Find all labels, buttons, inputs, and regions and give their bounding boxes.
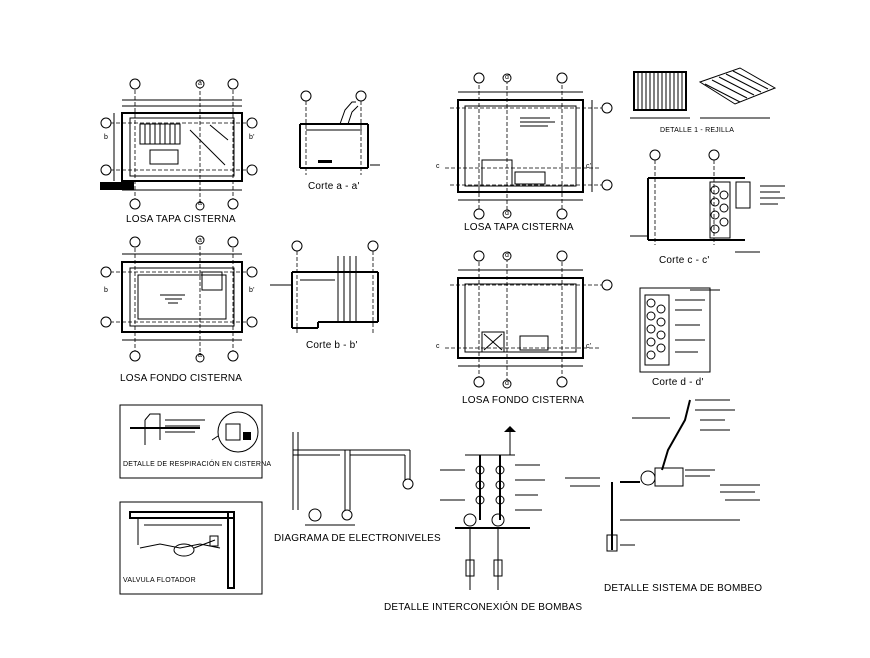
plan-losa-fondo-1	[100, 235, 258, 363]
detail-rejilla	[630, 67, 777, 119]
axis-label-c: c	[436, 163, 440, 170]
section-bb	[270, 240, 379, 335]
axis-label-c-prime-2: c'	[586, 343, 592, 350]
axis-label-a-2: a	[198, 352, 203, 359]
axis-label-b-prime-2: b'	[249, 287, 255, 294]
caption-corte-aa: Corte a - a'	[308, 181, 360, 192]
caption-losa-fondo-1: LOSA FONDO CISTERNA	[120, 373, 243, 384]
detail-respiracion	[119, 404, 263, 479]
axis-label-c-2: c	[436, 343, 440, 350]
detail-valvula-flotador	[119, 501, 263, 595]
section-dd	[639, 287, 720, 373]
caption-interconexion-bombas: DETALLE INTERCONEXIÓN DE BOMBAS	[384, 602, 583, 613]
axis-label-d-prime-2: d'	[505, 252, 511, 259]
axis-label-b-2: b	[104, 287, 109, 294]
section-cc	[630, 149, 785, 253]
section-aa	[299, 90, 380, 175]
caption-losa-tapa-2: LOSA TAPA CISTERNA	[464, 222, 574, 233]
caption-losa-fondo-2: LOSA FONDO CISTERNA	[462, 395, 585, 406]
axis-label-d-prime: d'	[505, 74, 511, 81]
axis-label-d: d	[505, 210, 510, 217]
caption-valvula-flotador: VALVULA FLOTADOR	[123, 577, 196, 584]
caption-electroniveles: DIAGRAMA DE ELECTRONIVELES	[274, 533, 441, 544]
caption-respiracion: DETALLE DE RESPIRACIÓN EN CISTERNA	[123, 461, 272, 468]
caption-corte-bb: Corte b - b'	[306, 340, 358, 351]
diagram-electroniveles	[292, 432, 414, 526]
axis-label-b: b	[104, 134, 109, 141]
plan-losa-fondo-2	[445, 250, 613, 389]
plan-losa-tapa-1	[100, 78, 258, 211]
detail-interconexion-bombas	[440, 426, 545, 590]
caption-detalle-rejilla: DETALLE 1 - REJILLA	[660, 127, 735, 134]
plan-losa-tapa-2	[445, 72, 613, 220]
caption-corte-cc: Corte c - c'	[659, 255, 710, 266]
axis-label-a: a	[198, 200, 203, 207]
axis-label-d-2: d	[505, 380, 510, 387]
axis-label-c-prime: c'	[586, 163, 592, 170]
detail-sistema-bombeo	[565, 399, 760, 552]
caption-corte-dd: Corte d - d'	[652, 377, 704, 388]
caption-losa-tapa-1: LOSA TAPA CISTERNA	[126, 214, 236, 225]
axis-label-b-prime: b'	[249, 134, 255, 141]
axis-label-a-prime: a'	[198, 80, 204, 87]
caption-sistema-bombeo: DETALLE SISTEMA DE BOMBEO	[604, 583, 763, 594]
axis-label-a-prime-2: a'	[198, 237, 204, 244]
